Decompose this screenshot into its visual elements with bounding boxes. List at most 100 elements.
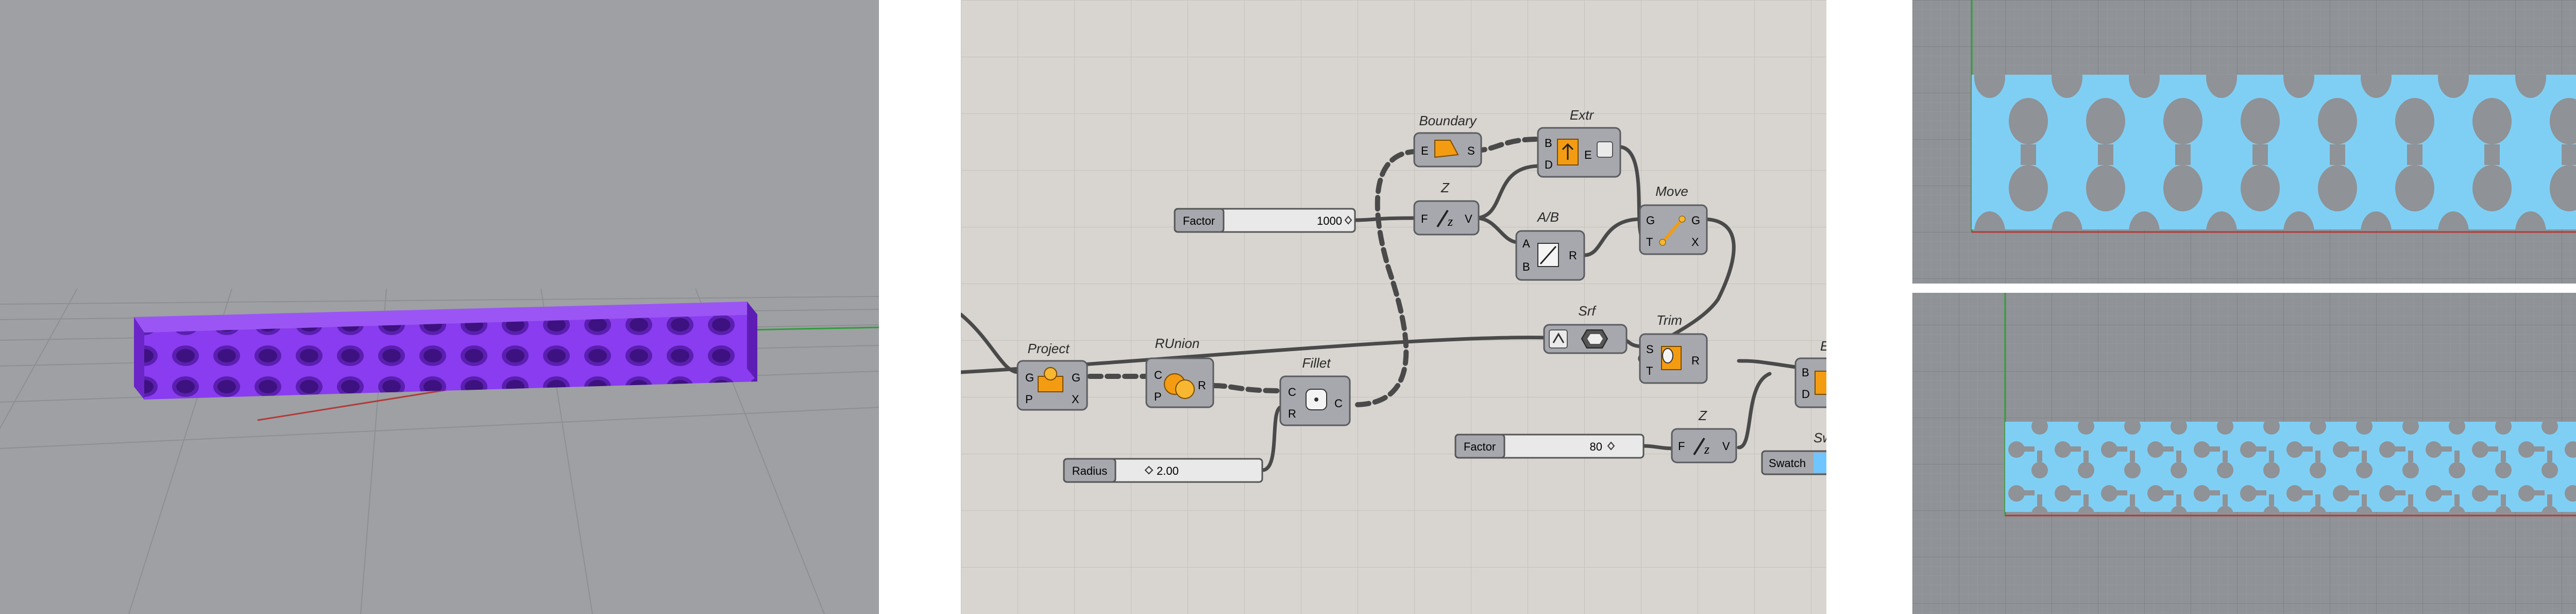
fillet-title: Fillet <box>1302 355 1332 371</box>
boundary-output-s[interactable]: S <box>1467 144 1475 157</box>
wires <box>961 137 1798 472</box>
component-project[interactable]: Project G P G X <box>1016 341 1088 411</box>
component-runion[interactable]: RUnion C P R <box>1145 336 1214 408</box>
move-title: Move <box>1655 184 1688 199</box>
extr-input-d[interactable]: D <box>1545 158 1553 171</box>
z-bottom-output-v[interactable]: V <box>1722 440 1730 453</box>
extr-partial-title: E <box>1820 338 1826 354</box>
fillet-output-c[interactable]: C <box>1334 397 1343 410</box>
radius-label: Radius <box>1072 464 1107 477</box>
trim-input-s[interactable]: S <box>1646 343 1654 356</box>
unit-z-icon: z <box>1693 437 1709 457</box>
factor-slider-bottom[interactable]: Factor 80 <box>1454 434 1645 459</box>
factor-top-label: Factor <box>1183 214 1215 227</box>
fillet-icon <box>1306 389 1327 410</box>
ab-title: A/B <box>1536 209 1559 225</box>
slider-grip-icon[interactable] <box>1607 441 1615 451</box>
surface-icon <box>1581 329 1608 349</box>
z-top-input-f[interactable]: F <box>1421 212 1428 225</box>
trim-title: Trim <box>1656 312 1682 328</box>
component-extr-partial[interactable]: E B D <box>1794 338 1826 408</box>
grasshopper-canvas[interactable]: Project G P G X RUnion C P R Fillet <box>961 0 1826 614</box>
component-trim[interactable]: Trim S T R <box>1639 312 1708 384</box>
component-z-bottom[interactable]: Z F V z <box>1671 408 1737 463</box>
z-top-title: Z <box>1440 180 1450 195</box>
swatch-color[interactable] <box>1814 453 1826 473</box>
component-boundary[interactable]: Boundary E S <box>1413 113 1482 168</box>
component-move[interactable]: Move G T G X <box>1639 184 1708 255</box>
z-top-output-v[interactable]: V <box>1465 212 1472 225</box>
gh-definition: Project G P G X RUnion C P R Fillet <box>961 0 1826 614</box>
component-srf[interactable]: Srf <box>1543 303 1628 354</box>
srf-title: Srf <box>1578 303 1597 319</box>
fillet-input-c[interactable]: C <box>1288 386 1296 399</box>
factor-bottom-value: 80 <box>1590 440 1602 453</box>
purple-extrusion[interactable] <box>134 302 757 400</box>
component-ab[interactable]: A/B A B R <box>1515 209 1585 281</box>
viewport-divider <box>1912 284 2576 293</box>
y-axis-line <box>747 326 879 331</box>
unit-z-icon: z <box>1436 209 1453 229</box>
runion-title: RUnion <box>1155 336 1200 351</box>
move-input-t[interactable]: T <box>1646 236 1653 248</box>
extr-title: Extr <box>1570 107 1595 123</box>
z-bottom-title: Z <box>1698 408 1707 423</box>
dot-pattern[interactable] <box>2005 422 2576 512</box>
runion-output-r[interactable]: R <box>1198 379 1206 392</box>
slider-grip-icon[interactable] <box>1344 215 1352 225</box>
division-icon <box>1537 243 1559 267</box>
z-bottom-input-f[interactable]: F <box>1678 440 1685 453</box>
runion-icon <box>1164 373 1195 399</box>
component-z-top[interactable]: Z F V z <box>1413 180 1480 236</box>
radius-slider[interactable]: Radius 2.00 <box>1063 458 1263 483</box>
boundary-icon <box>1434 140 1459 158</box>
project-icon <box>1038 367 1063 392</box>
move-output-x[interactable]: X <box>1691 236 1699 248</box>
component-fillet[interactable]: Fillet C R C <box>1279 355 1351 426</box>
extr-partial-input-d[interactable]: D <box>1802 388 1810 401</box>
move-input-g[interactable]: G <box>1646 214 1655 227</box>
top-viewports-scene <box>1912 0 2576 614</box>
runion-input-p[interactable]: P <box>1154 390 1162 403</box>
cross-pattern[interactable] <box>1972 75 2576 229</box>
project-output-g[interactable]: G <box>1072 371 1080 384</box>
extrude-icon <box>1815 371 1826 395</box>
svg-text:z: z <box>1704 442 1709 457</box>
trim-icon <box>1661 346 1682 370</box>
fillet-input-r[interactable]: R <box>1288 407 1296 420</box>
project-input-g[interactable]: G <box>1025 371 1034 384</box>
component-swatch[interactable]: Swatc Swatch <box>1761 430 1826 475</box>
project-title: Project <box>1028 341 1071 356</box>
boundary-input-e[interactable]: E <box>1421 144 1429 157</box>
extr-input-b[interactable]: B <box>1545 137 1552 150</box>
move-output-g[interactable]: G <box>1691 214 1700 227</box>
top-viewport-upper[interactable] <box>1912 0 2576 284</box>
swatch-title: Swatc <box>1814 430 1826 445</box>
canvas-grid <box>961 0 1826 614</box>
top-viewports[interactable] <box>1912 0 2576 614</box>
runion-input-c[interactable]: C <box>1154 369 1162 381</box>
trim-output-r[interactable]: R <box>1691 354 1700 367</box>
svg-text:z: z <box>1447 214 1453 229</box>
perspective-viewport[interactable] <box>0 0 879 614</box>
factor-slider-top[interactable]: Factor 1000 <box>1174 208 1356 233</box>
move-icon <box>1659 215 1686 246</box>
ab-output-r[interactable]: R <box>1569 249 1577 262</box>
ab-input-a[interactable]: A <box>1522 237 1530 250</box>
extrude-icon <box>1557 139 1613 165</box>
radius-value: 2.00 <box>1157 464 1179 477</box>
project-output-x[interactable]: X <box>1072 393 1079 406</box>
project-input-p[interactable]: P <box>1025 393 1033 406</box>
factor-bottom-label: Factor <box>1464 440 1496 453</box>
slider-grip-icon[interactable] <box>1144 466 1154 475</box>
ab-input-b[interactable]: B <box>1522 260 1530 273</box>
component-extr[interactable]: Extr B D E <box>1537 107 1621 178</box>
factor-top-value: 1000 <box>1317 214 1342 227</box>
viewport-scene <box>0 288 879 614</box>
trim-input-t[interactable]: T <box>1646 364 1653 377</box>
extr-output-e[interactable]: E <box>1584 148 1592 161</box>
top-viewport-lower[interactable] <box>1912 293 2576 614</box>
extr-partial-input-b[interactable]: B <box>1802 366 1809 379</box>
swatch-label: Swatch <box>1769 457 1806 470</box>
boundary-title: Boundary <box>1419 113 1477 128</box>
